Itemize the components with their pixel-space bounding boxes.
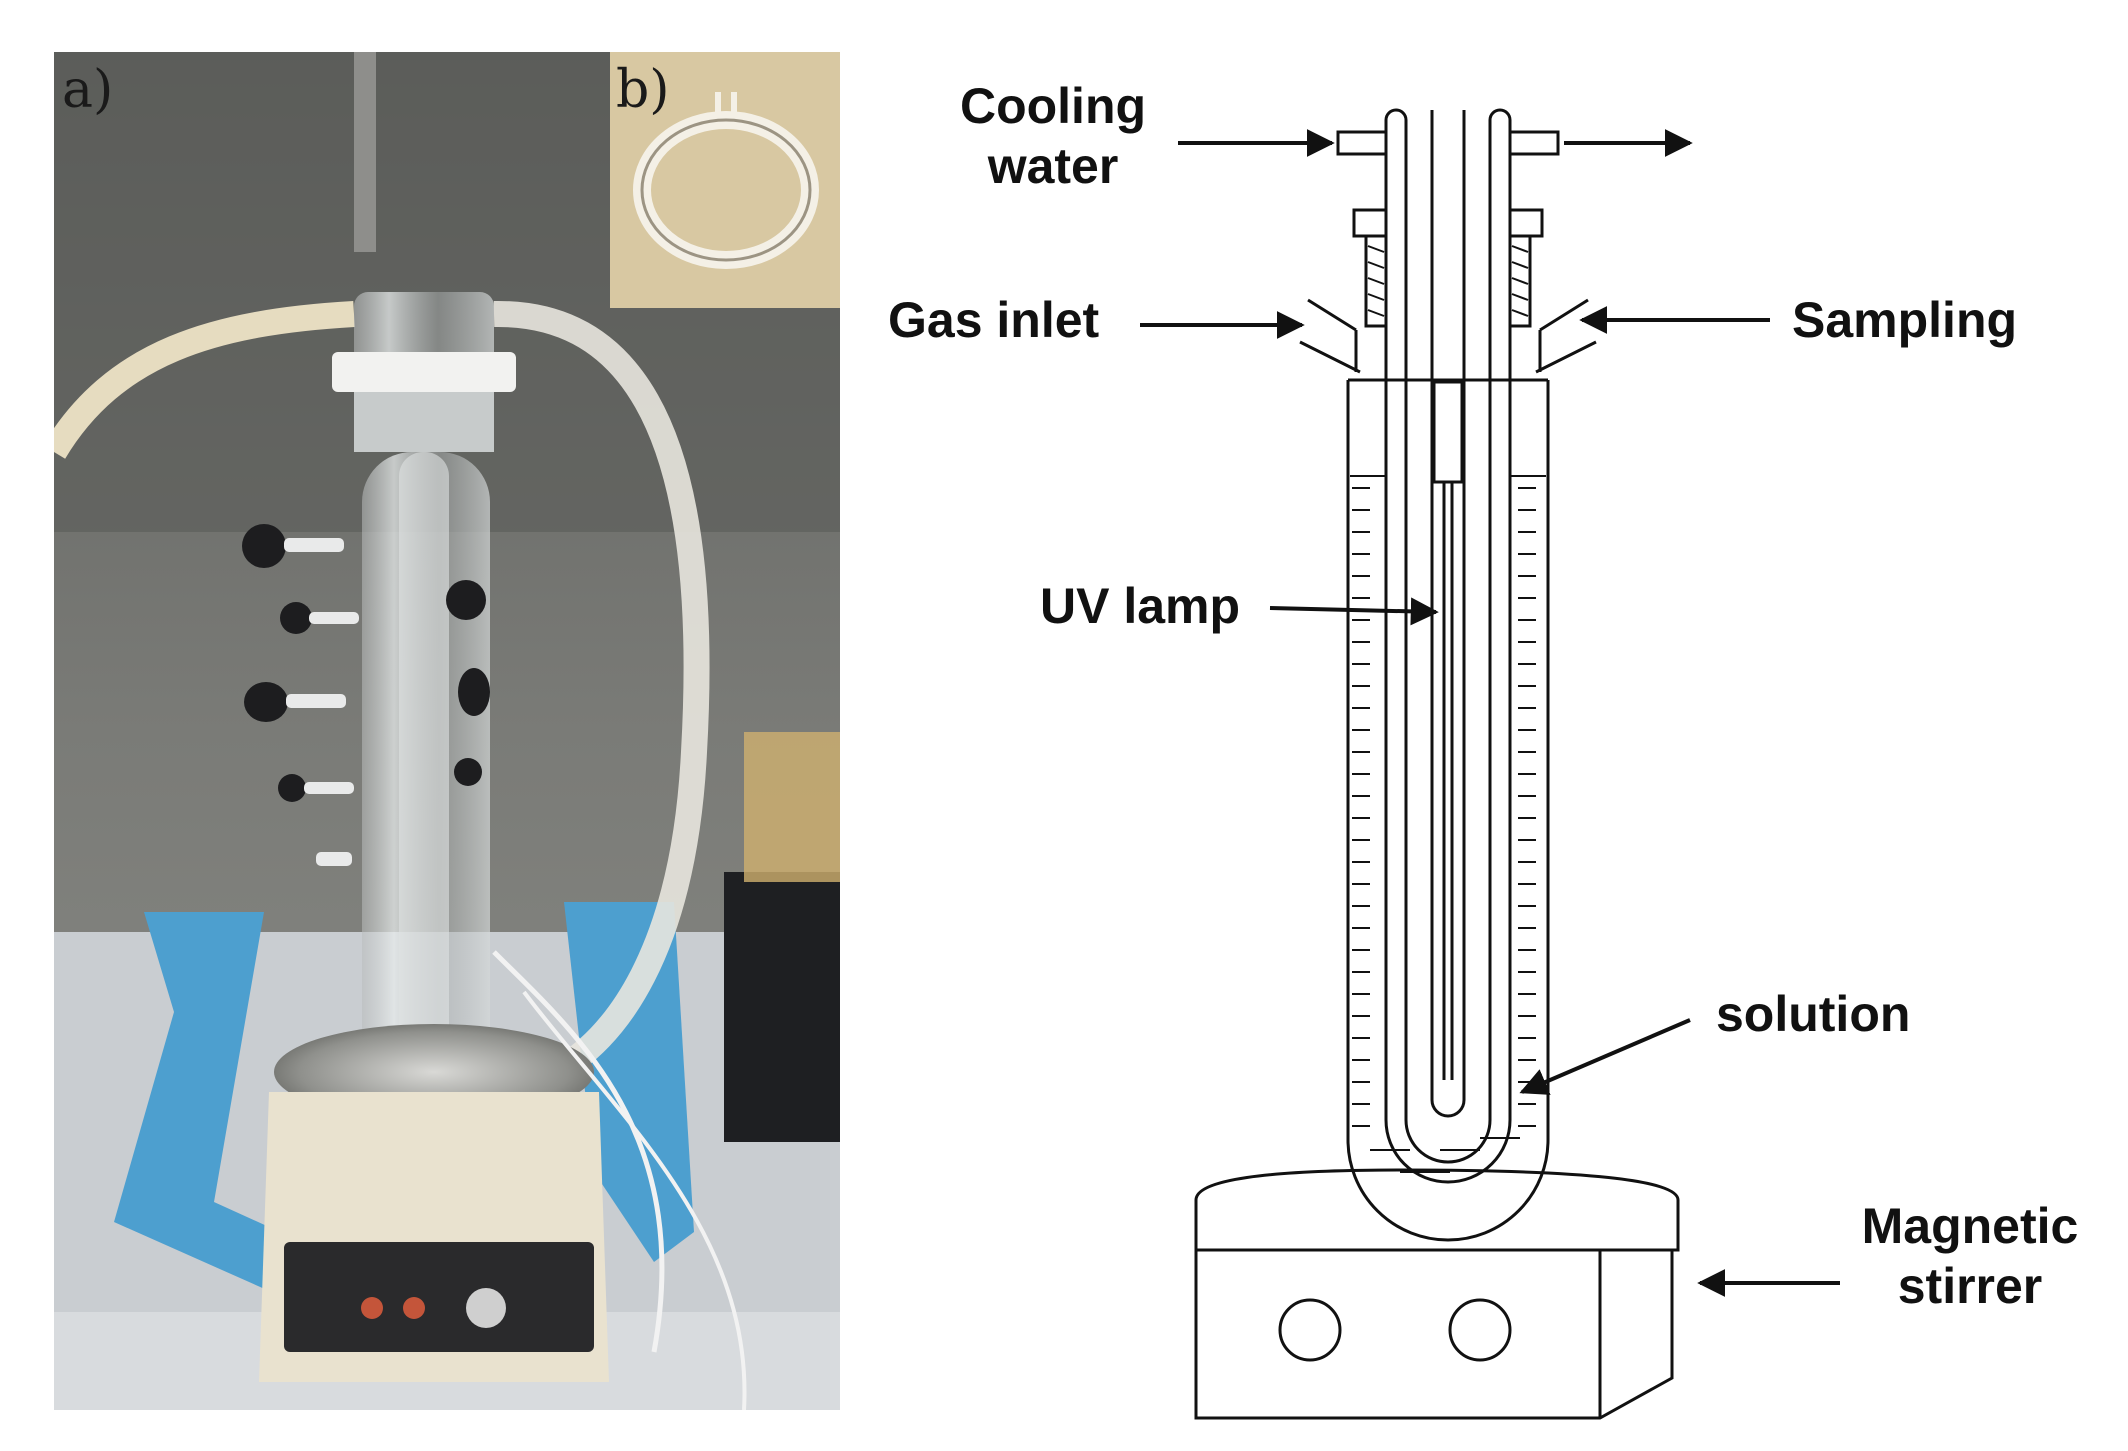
photo-panel-a: a) b) [54, 52, 840, 1410]
stand-foot-left [114, 912, 324, 1302]
ptfe-nut [332, 352, 516, 392]
stopcock-stems [284, 538, 359, 866]
uv-lamp-base [1432, 380, 1464, 484]
tube-right [493, 300, 710, 1084]
stirrer-knob-2 [1448, 1298, 1512, 1362]
panel-label-b: b) [616, 60, 670, 120]
speed-dial [466, 1288, 506, 1328]
panel-label-a: a) [62, 60, 114, 120]
lamp-well [1430, 110, 1466, 1118]
tube-left [54, 301, 355, 459]
support-rod [354, 52, 376, 252]
label-gas-inlet: Gas inlet [888, 292, 1100, 348]
cooling-port-in [1336, 130, 1388, 156]
arrow-solution [1519, 1018, 1691, 1095]
stopcock-knobs [242, 524, 490, 802]
label-cooling-water-line1: Cooling [959, 78, 1147, 134]
dark-box [724, 872, 840, 1142]
cooling-jacket-outer [1384, 120, 1512, 1184]
stirrer-top [1194, 1168, 1680, 1252]
outer-vessel [1346, 380, 1550, 1242]
label-magnetic-stirrer-line1: Magnetic [1861, 1198, 2079, 1254]
solution-level [1350, 475, 1546, 1173]
label-magnetic-stirrer-line2: stirrer [1897, 1258, 2043, 1314]
gas-inlet-arm [1299, 298, 1361, 374]
cooling-port-out [1508, 130, 1560, 156]
cooling-jacket-inner [1404, 120, 1492, 1164]
label-magnetic-stirrer: Magnetic stirrer [1850, 1196, 2090, 1316]
stirrer-knob-1 [1278, 1298, 1342, 1362]
stirrer-panel [284, 1242, 594, 1352]
label-cooling-water-line2: water [987, 138, 1119, 194]
label-solution: solution [1716, 986, 1911, 1042]
thread-hatching [1367, 245, 1529, 317]
arrow-uv-lamp [1269, 597, 1439, 626]
label-cooling-water: Cooling water [948, 76, 1158, 196]
thread-right [1508, 234, 1532, 328]
label-sampling: Sampling [1792, 292, 2018, 348]
thread-left [1364, 234, 1388, 328]
label-uv-lamp: UV lamp [1040, 578, 1241, 634]
reactor-photo [54, 52, 840, 1410]
sampling-arm [1535, 298, 1597, 374]
